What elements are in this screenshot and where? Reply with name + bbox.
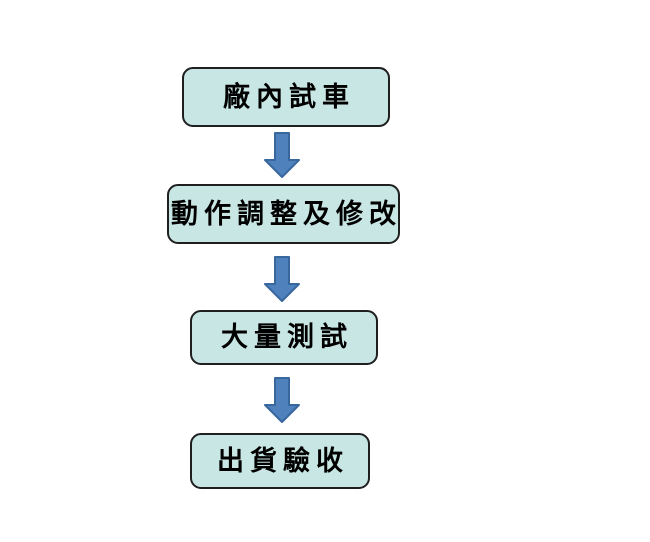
flow-step-box-3: 大量測試 <box>190 310 378 365</box>
flow-step-label: 出貨驗收 <box>217 445 349 477</box>
down-arrow-icon <box>264 377 300 423</box>
flow-step-box-1: 廠內試車 <box>182 67 390 127</box>
down-arrow-icon <box>264 132 300 178</box>
flow-step-box-4: 出貨驗收 <box>190 433 370 489</box>
flow-step-label: 大量測試 <box>221 322 353 353</box>
flow-step-label: 動作調整及修改 <box>171 198 402 230</box>
flow-step-label: 廠內試車 <box>223 81 355 113</box>
flow-step-box-2: 動作調整及修改 <box>167 184 400 244</box>
down-arrow-icon <box>264 256 300 302</box>
